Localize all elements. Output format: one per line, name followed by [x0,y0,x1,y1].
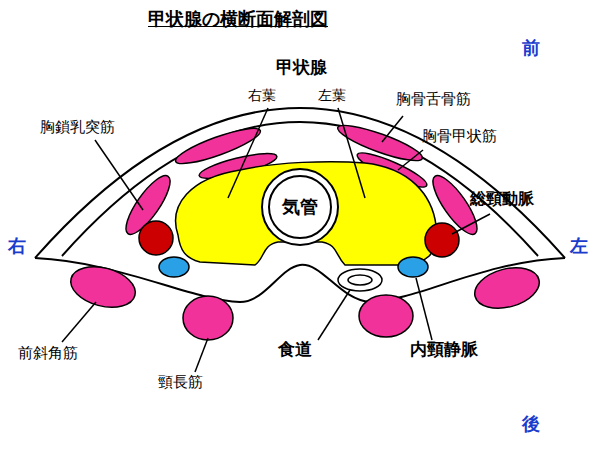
carotid-right [139,221,173,255]
esophagus [338,269,382,291]
part-label: 前斜角筋 [18,345,78,362]
jugular-right [159,257,189,277]
carotid-left [425,223,459,257]
thyroid-gland [176,162,437,265]
esophagus-lumen [348,275,372,285]
diagram-title: 甲状腺の横断面解剖図 [148,8,328,30]
leader-line [195,338,208,372]
scalene-left [470,261,544,315]
leader-line [416,278,432,340]
leader-line [398,150,423,170]
longus-colli-left [359,295,413,337]
part-label: 食道 [278,340,312,359]
part-label: 内頸静脈 [410,340,478,359]
part-label: 胸鎖乳突筋 [40,119,115,136]
scalene-right [66,260,140,314]
part-label: 甲状腺 [276,58,327,77]
part-label: 左葉 [318,88,346,103]
part-label: 右 [8,236,26,256]
leader-line [452,214,490,234]
part-label: 右葉 [248,88,276,103]
leader-line [95,140,143,210]
part-label: 左 [570,236,588,256]
leader-line [62,302,96,342]
part-label: 総頸動脈 [470,190,534,208]
fascia-outline [62,122,538,256]
trachea-node: 気管 [260,167,340,247]
jugular-left [398,257,428,277]
part-label: 胸骨舌骨筋 [396,91,471,108]
trachea-label: 気管 [260,167,340,247]
leader-line [382,116,403,142]
leader-line [338,108,365,198]
leader-line [228,108,268,198]
longus-colli-right [183,296,233,340]
part-label: 後 [522,414,540,434]
skin-outline [35,108,565,258]
part-label: 胸骨甲状筋 [422,128,497,145]
leader-line [318,290,350,340]
part-label: 前 [522,38,540,58]
part-label: 頸長筋 [158,374,203,391]
